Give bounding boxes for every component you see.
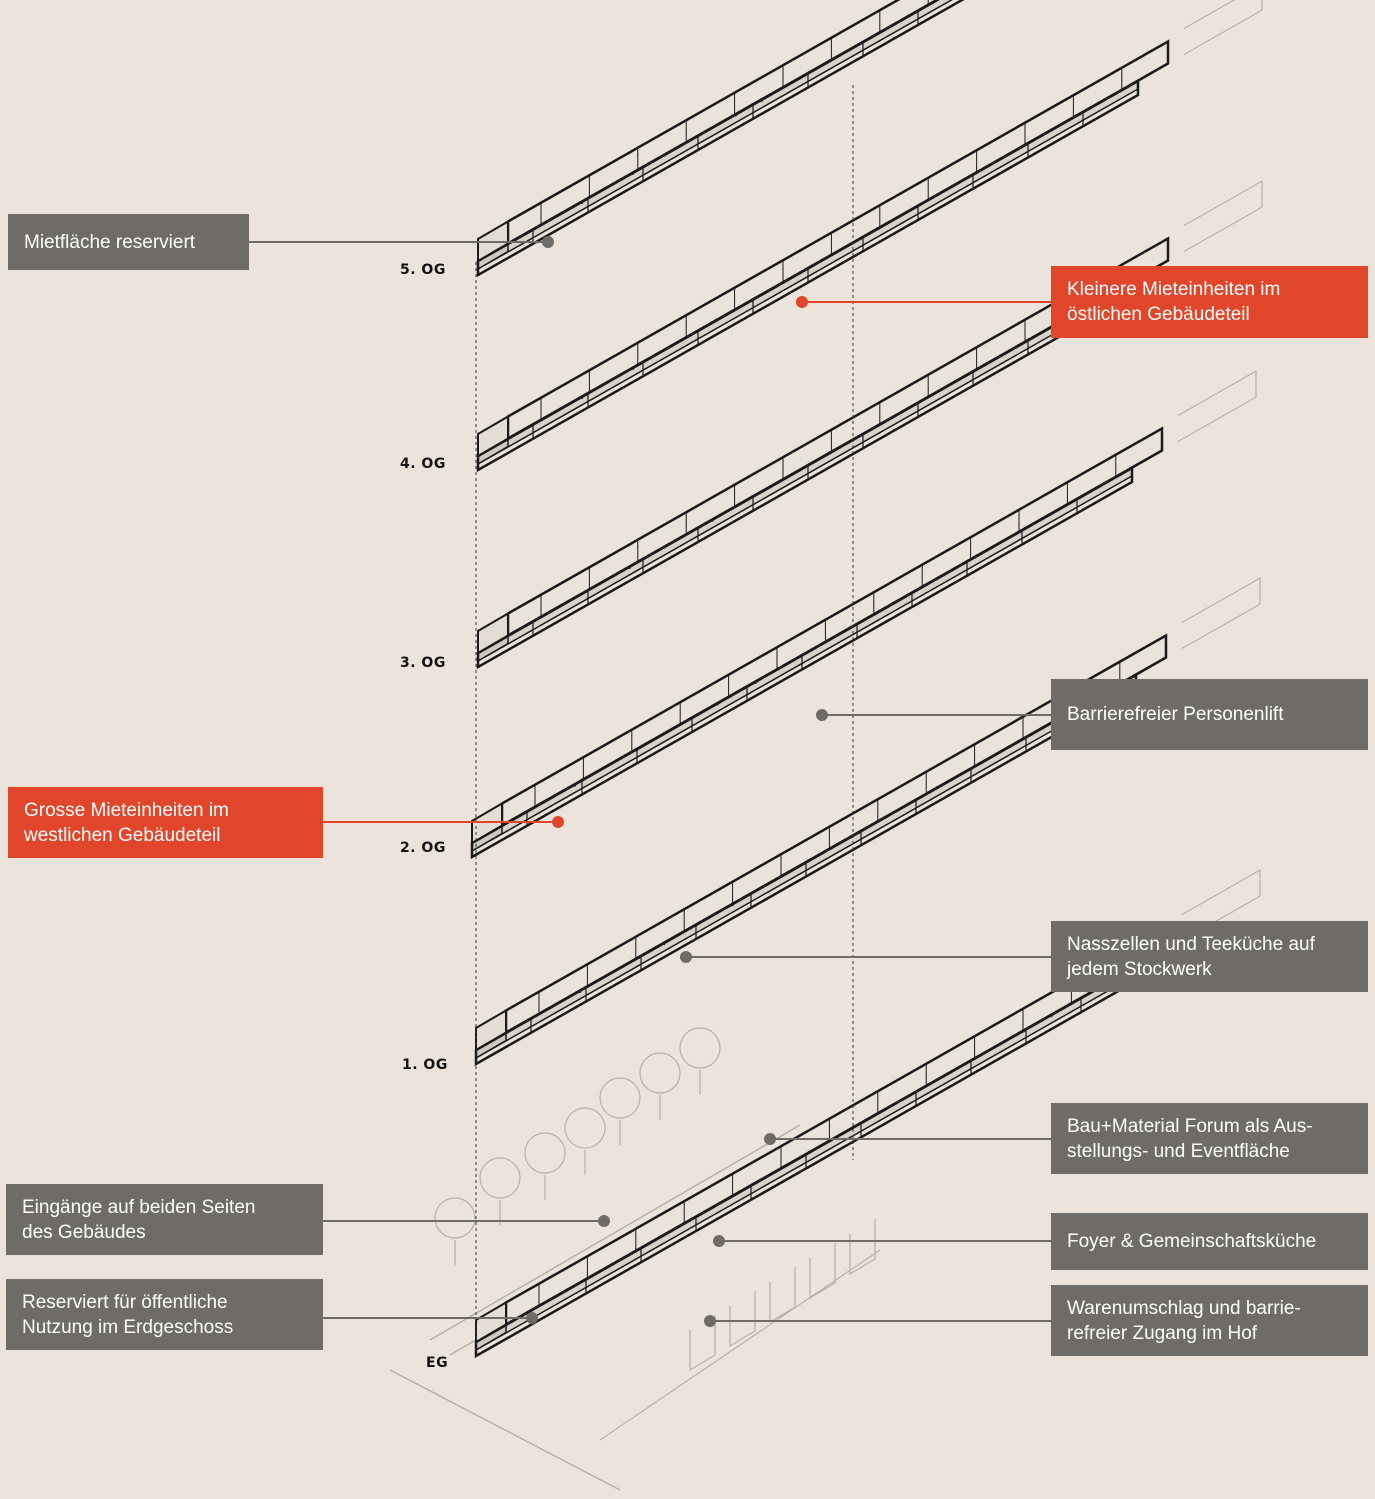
- callout-line: Barrierefreier Personenlift: [1067, 704, 1284, 725]
- back-wall: [506, 39, 1170, 441]
- floors-layer: [470, 0, 1263, 1359]
- callout-line: Mietfläche reserviert: [24, 231, 196, 253]
- ghost-structure: [1183, 179, 1263, 253]
- courtyard-bay: [809, 1243, 836, 1300]
- street-edge: [389, 1369, 621, 1491]
- floor-label-2og: 2. OG: [400, 840, 446, 856]
- callout-forum: Bau+Material Forum als Aus- stellungs- u…: [1051, 1103, 1368, 1174]
- callout-line: Reserviert für öffentliche: [22, 1291, 228, 1313]
- callout-line: des Gebäudes: [22, 1221, 146, 1243]
- floor-label-4og: 4. OG: [400, 456, 446, 472]
- callout-line: Nutzung im Erdgeschoss: [22, 1316, 234, 1338]
- callout-warenumschlag: Warenumschlag und barrie- refreier Zugan…: [1051, 1285, 1368, 1356]
- leader-dot: [598, 1215, 610, 1227]
- courtyard-edge: [599, 1249, 881, 1441]
- courtyard-bay: [729, 1291, 756, 1348]
- floor-plate-5og: [476, 0, 965, 278]
- floor-label-eg: EG: [426, 1355, 449, 1371]
- callout-line: jedem Stockwerk: [1067, 958, 1212, 980]
- ghost-structure: [1177, 369, 1257, 443]
- end-wall: [477, 611, 509, 655]
- leader-dot: [704, 1315, 716, 1327]
- tree-crown: [639, 1052, 681, 1094]
- back-wall: [500, 426, 1164, 828]
- callout-mietflaeche-reserviert: Mietfläche reserviert: [8, 214, 249, 270]
- tree-crown: [434, 1197, 476, 1239]
- leader-dot: [542, 236, 554, 248]
- leader-dot: [796, 296, 808, 308]
- callout-line: Eingänge auf beiden Seiten: [22, 1196, 256, 1218]
- callout-line: Bau+Material Forum als Aus-: [1067, 1115, 1313, 1137]
- leader-dot: [680, 951, 692, 963]
- callout-kleinere-mieteinheiten: Kleinere Mieteinheiten im östlichen Gebä…: [1051, 266, 1368, 338]
- callout-foyer: Foyer & Gemeinschaftsküche: [1051, 1213, 1368, 1270]
- end-wall: [475, 1008, 507, 1052]
- callout-line: westlichen Gebäudeteil: [24, 824, 221, 846]
- end-wall: [471, 801, 503, 845]
- floor-plate-3og: [476, 179, 1263, 670]
- vertical-alignment-lines: [475, 85, 854, 1345]
- callout-line: östlichen Gebäudeteil: [1067, 304, 1250, 325]
- callout-line: Foyer & Gemeinschaftsküche: [1067, 1231, 1317, 1252]
- tree-crown: [679, 1027, 721, 1069]
- leader-dot: [713, 1235, 725, 1247]
- callout-grosse-mieteinheiten: Grosse Mieteinheiten im westlichen Gebäu…: [8, 787, 323, 858]
- callout-line: refreier Zugang im Hof: [1067, 1322, 1258, 1344]
- leader-dot: [764, 1133, 776, 1145]
- ghost-structure: [1181, 868, 1261, 942]
- floor-plate-2og: [470, 369, 1257, 860]
- callout-line: Warenumschlag und barrie-: [1067, 1297, 1301, 1319]
- callout-personenlift: Barrierefreier Personenlift: [1051, 679, 1368, 750]
- end-wall: [475, 1300, 507, 1344]
- leader-dot: [816, 709, 828, 721]
- callout-line: Nasszellen und Teeküche auf: [1067, 933, 1315, 955]
- courtyard-bay: [849, 1219, 876, 1276]
- end-wall: [477, 414, 509, 458]
- courtyard-bay: [689, 1315, 716, 1372]
- callout-nasszellen: Nasszellen und Teeküche auf jedem Stockw…: [1051, 921, 1368, 992]
- leader-dot: [552, 816, 564, 828]
- leader-dot: [526, 1312, 538, 1324]
- courtyard-bay: [769, 1267, 796, 1324]
- leader-lines: [249, 236, 1051, 1327]
- street-edge: [429, 1124, 801, 1341]
- floor-plate-4og: [476, 0, 1263, 473]
- callout-oeffentliche-nutzung: Reserviert für öffentliche Nutzung im Er…: [6, 1279, 323, 1350]
- floor-label-1og: 1. OG: [402, 1057, 448, 1073]
- ghost-structure: [1183, 0, 1263, 56]
- callout-line: Grosse Mieteinheiten im: [24, 799, 229, 821]
- ghost-structure: [1181, 576, 1261, 650]
- tree-crown: [599, 1077, 641, 1119]
- floor-plate-eg: [474, 868, 1261, 1359]
- callout-line: Kleinere Mieteinheiten im: [1067, 279, 1281, 300]
- floor-label-3og: 3. OG: [400, 655, 446, 671]
- tree-crown: [524, 1132, 566, 1174]
- callout-line: stellungs- und Eventfläche: [1067, 1140, 1290, 1162]
- callout-eingaenge: Eingänge auf beiden Seiten des Gebäudes: [6, 1184, 323, 1255]
- tree-crown: [479, 1157, 521, 1199]
- tree-crown: [564, 1107, 606, 1149]
- floor-label-5og: 5. OG: [400, 262, 446, 278]
